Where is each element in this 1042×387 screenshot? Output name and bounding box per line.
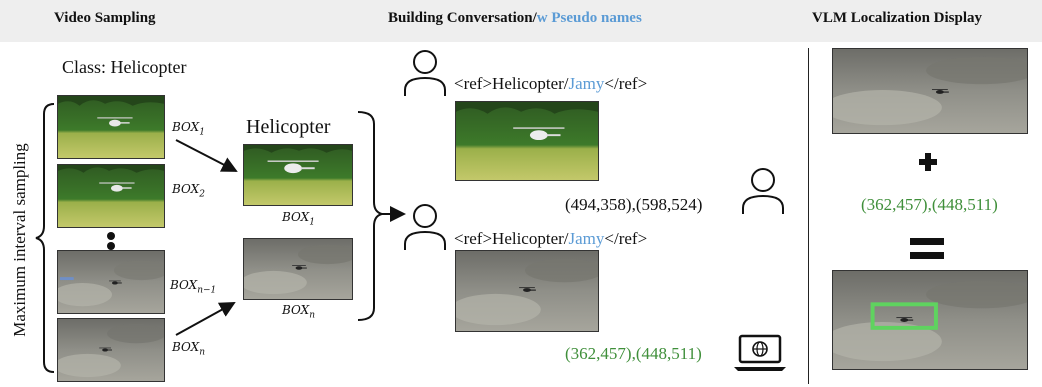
frame-2-image <box>57 164 165 228</box>
answer-2-text: (362,457),(448,511) <box>565 344 702 363</box>
ellipsis-dots <box>106 232 116 252</box>
frame-1-image <box>57 95 165 159</box>
predicted-bbox <box>870 302 938 330</box>
query-2-image <box>455 250 599 332</box>
equals-icon <box>910 238 944 260</box>
frame-label-n: BOXn <box>172 340 206 358</box>
crop-1-image <box>243 144 353 206</box>
header-vlm-display: VLM Localization Display <box>812 10 983 26</box>
answer-1-text: (494,358),(598,524) <box>565 195 703 214</box>
crop-label-n: BOXn <box>282 303 316 321</box>
query-2-text: <ref>Helicopter/Jamy</ref> <box>454 229 648 248</box>
crop-title: Helicopter <box>246 116 331 138</box>
frame-label-1: BOX1 <box>172 120 205 138</box>
frame-label-2: BOX2 <box>172 182 205 200</box>
plus-icon <box>919 153 937 171</box>
crop-label-1: BOX1 <box>282 210 315 228</box>
display-coords: (362,457),(448,511) <box>861 195 998 214</box>
frame-n-minus-1-image <box>57 250 165 314</box>
right-brace <box>357 111 406 321</box>
header-band <box>0 0 1042 42</box>
arrow-icon <box>175 139 238 336</box>
crop-n-image <box>243 238 353 300</box>
header-video-sampling: Video Sampling <box>54 10 156 26</box>
header-building-conversation: Building Conversation/w Pseudo names <box>388 10 642 26</box>
query-1-text: <ref>Helicopter/Jamy</ref> <box>454 74 648 93</box>
left-bracket <box>35 103 55 373</box>
user-icon <box>404 50 446 96</box>
display-output-image <box>832 270 1028 370</box>
display-input-image <box>832 48 1028 134</box>
class-label: Class: Helicopter <box>62 57 187 77</box>
user-icon <box>742 168 784 214</box>
axis-label: Maximum interval sampling <box>10 143 29 337</box>
frame-n-image <box>57 318 165 382</box>
user-icon <box>404 204 446 250</box>
laptop-globe-icon <box>734 334 786 371</box>
separator <box>808 48 809 384</box>
frame-label-n-minus-1: BOXn−1 <box>170 278 217 296</box>
query-1-image <box>455 101 599 181</box>
